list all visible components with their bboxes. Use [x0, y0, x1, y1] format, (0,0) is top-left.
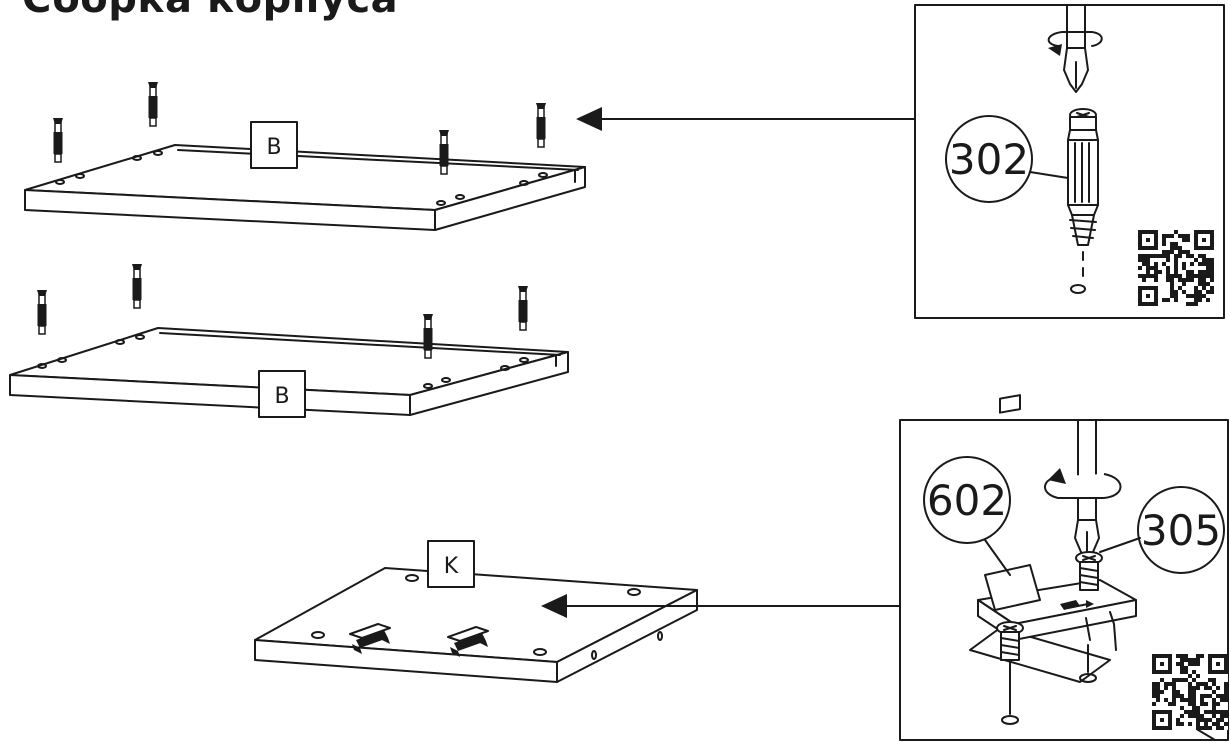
rotation-arrow-icon	[1047, 31, 1103, 56]
qr-code-icon	[1138, 230, 1214, 306]
part-number-305: 305	[1141, 506, 1221, 555]
qr-code-icon	[1152, 654, 1228, 730]
detail-box-302: 302	[914, 4, 1225, 319]
part-number-602: 602	[927, 476, 1007, 525]
confirmat-screw-icon	[1067, 108, 1099, 294]
panel-k-label: K	[427, 540, 475, 588]
panel-b-upper-label: B	[250, 121, 298, 169]
page-title: Сборка корпуса	[22, 0, 398, 22]
arrow-left-icon	[541, 594, 901, 618]
screwdriver-icon	[1063, 4, 1089, 93]
panel-b-lower	[9, 263, 569, 416]
panel-k	[254, 567, 698, 683]
panel-label-b-lower: B	[274, 384, 289, 409]
detail-box-602-305: 602 305	[899, 394, 1229, 741]
rotation-arrow-icon	[1044, 468, 1122, 499]
panel-label-k: K	[444, 554, 459, 579]
panel-b-lower-label: B	[258, 370, 306, 418]
hinge-mounting-plate-icon	[969, 394, 1137, 725]
panel-b-upper	[24, 81, 586, 231]
part-number-302: 302	[949, 135, 1029, 184]
panel-label-b-upper: B	[266, 135, 281, 160]
arrow-left-icon	[576, 107, 916, 131]
